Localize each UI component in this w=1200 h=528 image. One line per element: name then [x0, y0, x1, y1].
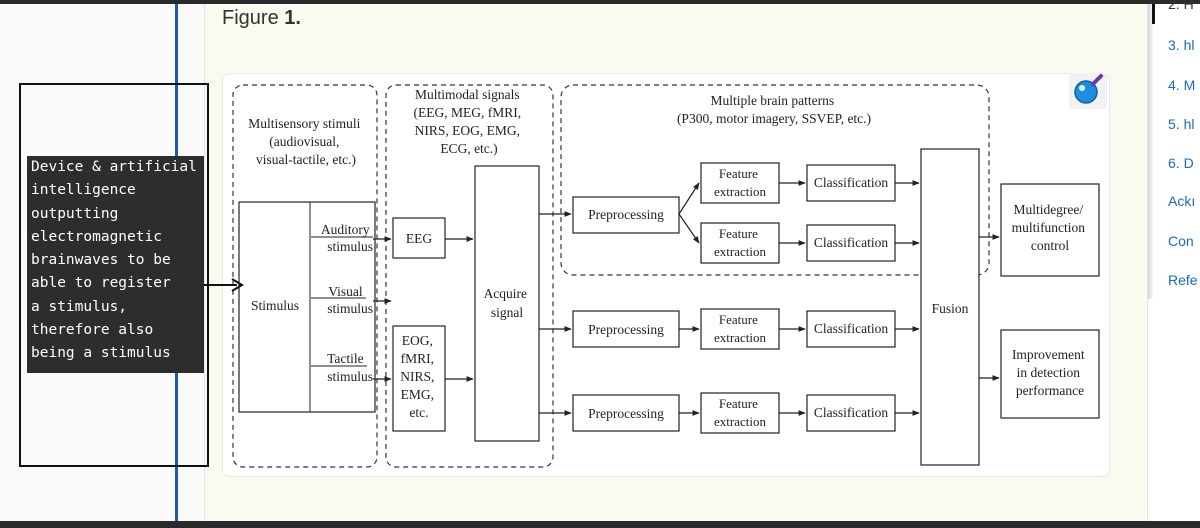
- feature-extraction-block-2: [700, 222, 780, 264]
- stimulus-label: Stimulus: [251, 298, 299, 313]
- detection-improvement-block: [1000, 329, 1100, 419]
- annotation-arrow: [204, 278, 244, 292]
- classification-label-4: Classification: [814, 405, 888, 420]
- zoom-figure-button[interactable]: [1068, 72, 1108, 110]
- toc-item-3[interactable]: 3. hl: [1168, 37, 1195, 53]
- feature-extraction-label-3: Feature extraction: [714, 312, 766, 345]
- acquire-signal-label: Acquire signal: [484, 286, 531, 320]
- toc-sidebar: [1148, 4, 1200, 521]
- signals-group-title: Multimodal signals (EEG, MEG, fMRI, NIRS…: [414, 87, 525, 156]
- annotation-frame: [19, 83, 209, 467]
- bottom-border: [0, 521, 1200, 528]
- classification-block-2: [806, 224, 896, 262]
- preprocessing-label-1: Preprocessing: [588, 207, 664, 222]
- classification-label-1: Classification: [814, 175, 888, 190]
- visual-stimulus-label: Visual stimulus: [327, 284, 373, 316]
- preprocessing-block-2: [572, 310, 680, 348]
- eeg-block: [392, 217, 446, 259]
- feature-extraction-label-4: Feature extraction: [714, 396, 766, 429]
- other-signals-block: [392, 325, 446, 432]
- multidegree-control-label: Multidegree/ multifunction control: [1012, 202, 1089, 253]
- toc-item-5[interactable]: 5. hl: [1168, 116, 1195, 132]
- other-signals-label: EOG, fMRI, NIRS, EMG, etc.: [400, 333, 438, 420]
- feature-extraction-label-2: Feature extraction: [714, 226, 766, 259]
- figure-title: Figure 1.: [222, 7, 301, 30]
- toc-item-conflicts[interactable]: Con: [1168, 233, 1194, 249]
- annotation-note: Device & artificial intelligence outputt…: [27, 156, 204, 373]
- tactile-stimulus-label: Tactile stimulus: [327, 351, 373, 384]
- top-border: [0, 0, 1200, 4]
- patterns-group-box: [560, 84, 990, 276]
- preprocessing-label-2: Preprocessing: [588, 322, 664, 337]
- feature-extraction-label-1: Feature extraction: [714, 166, 766, 199]
- figure-title-number: 1.: [284, 7, 301, 29]
- fusion-block: [920, 148, 980, 466]
- toc-item-6[interactable]: 6. D: [1168, 155, 1194, 171]
- toc-active-marker: [1152, 4, 1155, 24]
- classification-block-3: [806, 310, 896, 348]
- auditory-stimulus-label: Auditory stimulus: [321, 222, 373, 254]
- stimuli-group-title: Multisensory stimuli (audiovisual, visua…: [248, 116, 364, 167]
- multidegree-control-block: [1000, 183, 1100, 277]
- toc-item-references[interactable]: Refe: [1168, 272, 1198, 288]
- patterns-group-title: Multiple brain patterns (P300, motor ima…: [677, 93, 871, 126]
- classification-block-4: [806, 394, 896, 432]
- bci-diagram: Multisensory stimuli (audiovisual, visua…: [232, 84, 1100, 468]
- toc-item-acknowledgments[interactable]: Ackı: [1168, 193, 1196, 209]
- feature-extraction-block-1: [700, 162, 780, 204]
- acquire-signal-block: [474, 165, 540, 442]
- eeg-label: EEG: [406, 231, 432, 246]
- detection-improvement-label: Improvement in detection performance: [1012, 347, 1088, 398]
- classification-label-2: Classification: [814, 235, 888, 250]
- fusion-label: Fusion: [932, 301, 969, 316]
- classification-label-3: Classification: [814, 321, 888, 336]
- classification-block-1: [806, 164, 896, 202]
- feature-extraction-block-3: [700, 308, 780, 350]
- magnifier-icon: [1069, 73, 1107, 109]
- figure-image[interactable]: Multisensory stimuli (audiovisual, visua…: [222, 73, 1110, 477]
- stimuli-group-box: [232, 84, 378, 468]
- signals-group-box: [385, 84, 554, 468]
- toc-item-2[interactable]: 2. H: [1168, 0, 1194, 12]
- figure-title-prefix: Figure: [222, 7, 279, 29]
- toc-sidebar-shadow: [1148, 4, 1154, 299]
- preprocessing-label-3: Preprocessing: [588, 406, 664, 421]
- toc-item-4[interactable]: 4. M: [1168, 77, 1196, 93]
